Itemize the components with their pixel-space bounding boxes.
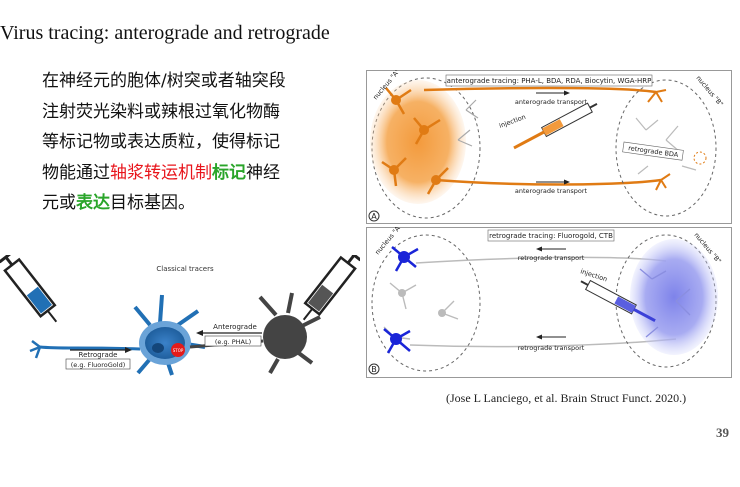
panel-a-letter: A (371, 212, 377, 221)
panel-b-transport-bottom: retrograde transport (518, 344, 585, 352)
body-text-segment: 目标基因。 (110, 193, 195, 213)
highlight-label: 标记 (212, 162, 246, 183)
arrow-left-icon (536, 246, 542, 252)
retrograde-label: Retrograde (79, 351, 118, 359)
panel-b-transport-top: retrograde transport (518, 254, 585, 262)
syringe-left-icon (0, 255, 58, 323)
body-line-3: 等标记物或表达质粒，使得标记 (42, 132, 280, 152)
anterograde-example: (e.g. PHAL) (215, 338, 251, 346)
panel-a-header: anterograde tracing: PHA-L, BDA, RDA, Bi… (447, 77, 652, 85)
body-paragraph: 在神经元的胞体/树突或者轴突段 注射荧光染料或辣根过氧化物酶 等标记物或表达质粒… (42, 66, 342, 219)
injection-syringe-icon (580, 279, 656, 323)
body-line-2: 注射荧光染料或辣根过氧化物酶 (42, 101, 280, 122)
syringe-right-icon (302, 255, 360, 321)
panel-b-retrograde: retrograde tracing: Fluorogold, CTB nucl… (366, 227, 732, 378)
figure-citation: (Jose L Lanciego, et al. Brain Struct Fu… (446, 391, 687, 405)
labeled-neurons-blue (383, 246, 419, 354)
body-text-segment: 物能通过 (42, 162, 110, 183)
panel-b-header: retrograde tracing: Fluorogold, CTB (489, 232, 613, 240)
body-line-4: 物能通过轴浆转运机制标记神经 (42, 158, 342, 189)
panel-a-anterograde: anterograde tracing: PHA-L, BDA, RDA, Bi… (366, 70, 732, 224)
highlight-axoplasmic-transport: 轴浆转运机制 (110, 162, 212, 183)
anterograde-label: Anterograde (213, 323, 257, 331)
classical-tracers-title: Classical tracers (156, 265, 214, 273)
retrograde-example: (e.g. FluoroGold) (71, 361, 126, 369)
panel-a-transport-top: anterograde transport (515, 98, 588, 106)
page-number: 39 (716, 425, 729, 440)
arrow-right-icon (564, 90, 570, 96)
panel-b-letter: B (371, 365, 377, 374)
arrow-left-icon (536, 334, 542, 340)
classical-tracers-figure: Classical tracers STOP Anterograde (e.g (0, 255, 360, 376)
stop-icon (171, 343, 185, 357)
body-text-segment: 元或 (42, 193, 76, 213)
panel-a-transport-bottom: anterograde transport (515, 187, 588, 195)
body-text-segment: 神经 (246, 162, 280, 183)
labeled-neuron-icon (133, 294, 206, 376)
arrow-right-icon (564, 179, 570, 185)
arrow-right-icon (125, 347, 132, 353)
arrow-left-icon (196, 330, 203, 336)
highlight-express: 表达 (76, 193, 110, 213)
body-line-1: 在神经元的胞体/树突或者轴突段 (42, 71, 286, 91)
slide-title: Virus tracing: anterograde and retrograd… (0, 22, 330, 44)
body-line-5: 元或表达目标基因。 (42, 188, 342, 219)
injection-syringe-icon (513, 102, 598, 150)
stop-label: STOP (173, 348, 184, 353)
